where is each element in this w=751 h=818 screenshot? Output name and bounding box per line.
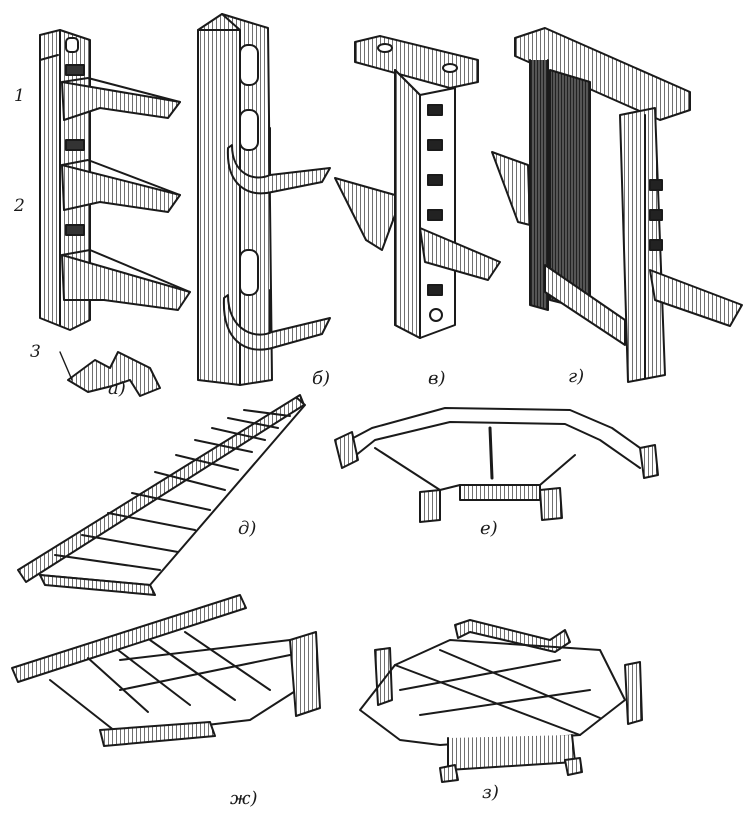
bracket-3 xyxy=(61,249,191,311)
panel-d-ladder-tray xyxy=(17,394,306,596)
panel-label-d: д) xyxy=(238,518,257,539)
panel-a-stand xyxy=(39,29,191,397)
panel-e-corner-tray xyxy=(334,407,659,523)
bracket-1 xyxy=(61,77,181,121)
panel-zh-tee-tray xyxy=(11,594,321,747)
part-number-2: 2 xyxy=(14,196,25,216)
panel-z-cross-tray xyxy=(359,619,643,783)
panel-v-post xyxy=(334,35,501,339)
panel-label-e: е) xyxy=(480,518,498,539)
panel-b-channel xyxy=(197,13,331,386)
clip-part-3 xyxy=(59,351,161,397)
part-number-3: 3 xyxy=(30,342,41,362)
bracket-2 xyxy=(61,159,181,213)
panel-label-a: а) xyxy=(108,378,126,399)
part-number-1: 1 xyxy=(14,86,25,106)
panel-label-v: в) xyxy=(428,368,446,389)
panel-label-g: г) xyxy=(568,366,585,387)
panel-label-b: б) xyxy=(312,368,331,389)
panel-label-z: з) xyxy=(482,782,499,803)
panel-label-zh: ж) xyxy=(230,788,258,809)
panel-g-frame xyxy=(491,27,743,383)
